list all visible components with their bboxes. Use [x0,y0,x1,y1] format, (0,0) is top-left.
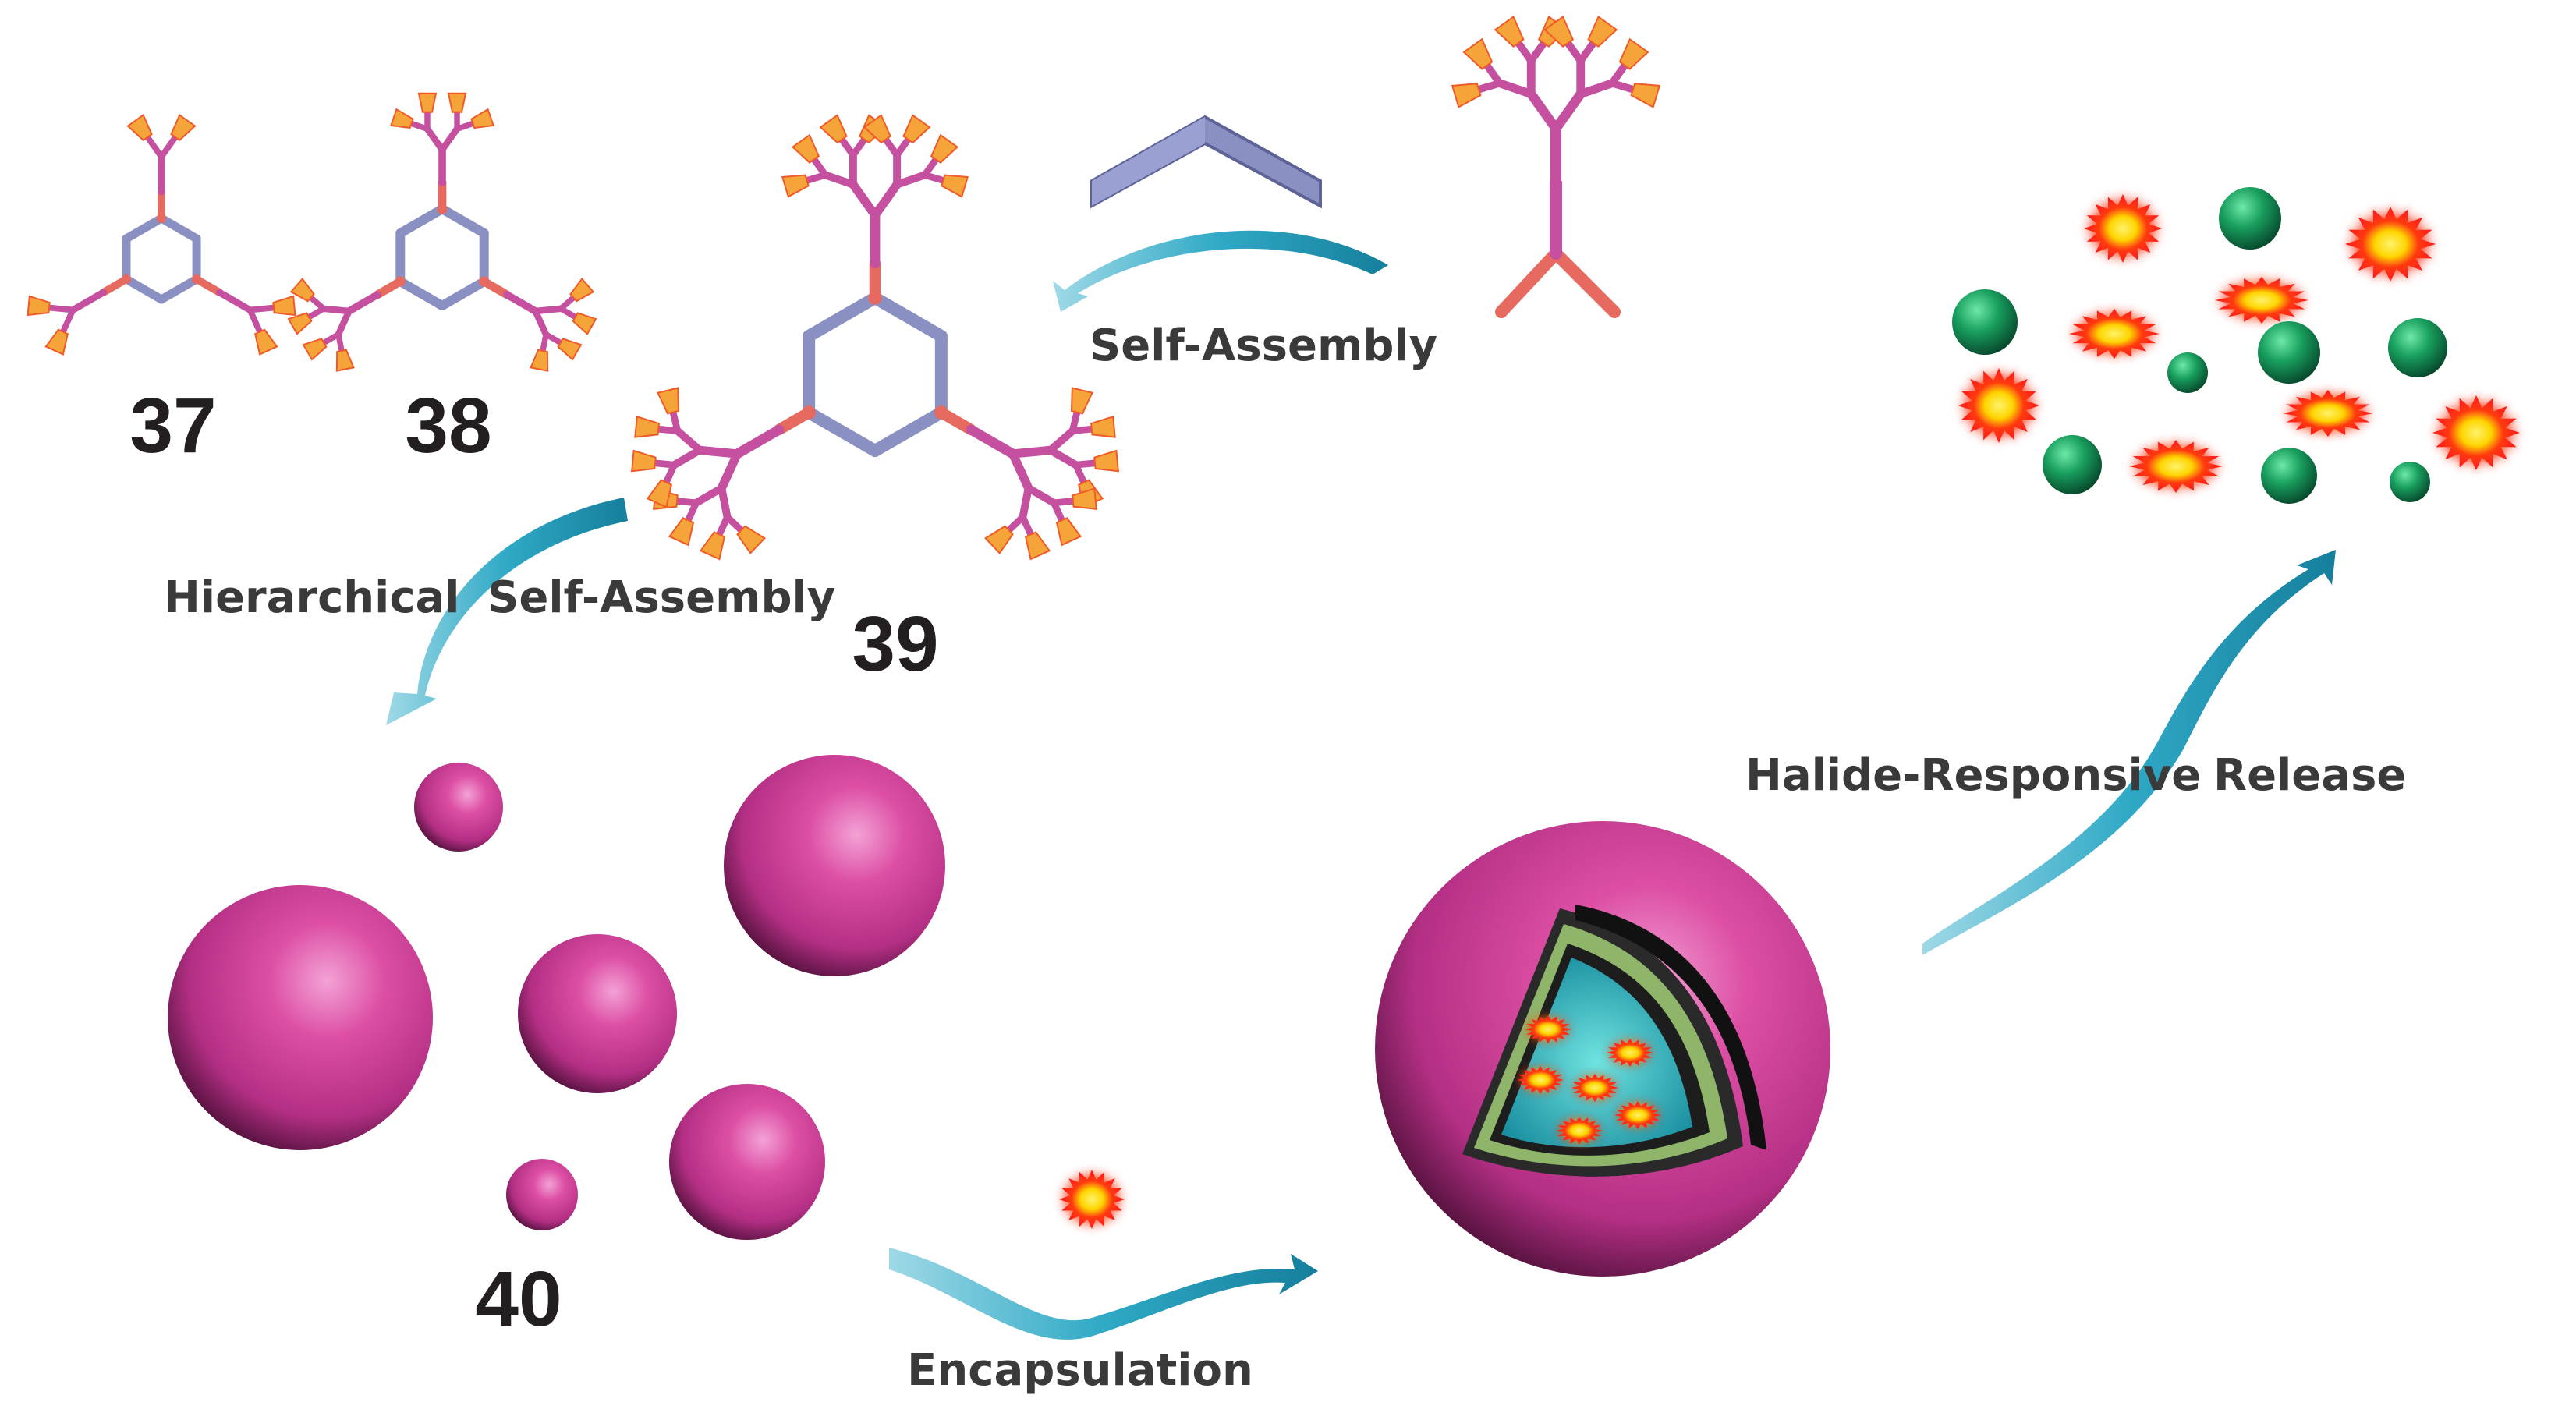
halide-anion [2258,321,2320,384]
molecule-37 [27,113,296,356]
encapsulated-cargo [1517,1015,1661,1145]
molecule-39 [630,114,1120,561]
hierarchical-self-assembly-arrow [386,498,628,725]
label-38: 38 [405,382,491,469]
hierarchical-self-assembly-label: Self-Assembly [487,572,835,623]
nanosphere [168,885,433,1150]
halide-anion [1952,289,2018,355]
encapsulation-arrow [889,1248,1318,1340]
cargo-molecule [1059,1170,1125,1229]
nanosphere-group-40 [168,755,945,1240]
encapsulation-label: Encapsulation [907,1345,1253,1396]
halide-anion [2219,187,2281,250]
nanosphere [724,755,945,976]
halide-anion [2167,352,2208,393]
dendron-building-block [1451,15,1661,318]
hierarchical-label: Hierarchical [164,572,460,623]
release-label: Release [2213,750,2406,801]
released-contents [1952,187,2520,504]
halide-anion [2388,318,2447,377]
molecule-38 [287,92,597,372]
self-assembly-label: Self-Assembly [1090,320,1437,371]
self-assembly-arrow [1053,230,1388,312]
nanosphere [518,934,677,1093]
loaded-nanocapsule [1375,821,1830,1277]
halide-responsive-release-arrow [1922,550,2336,955]
halide-anion [2390,462,2430,502]
halide-anion [2043,435,2102,494]
label-40: 40 [475,1255,562,1343]
bent-linker-building-block [1090,115,1322,209]
label-37: 37 [129,382,216,469]
nanosphere [506,1159,578,1230]
nanosphere [669,1084,825,1240]
halide-anion [2261,448,2317,504]
halide-responsive-label: Halide-Responsive [1745,750,2201,801]
label-39: 39 [852,600,938,688]
nanosphere [414,763,503,852]
